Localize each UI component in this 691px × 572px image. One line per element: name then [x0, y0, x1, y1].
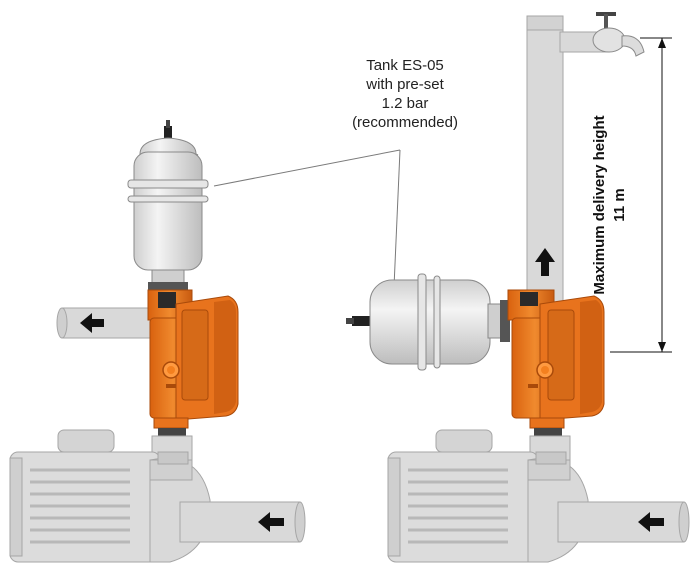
delivery-height-label: Maximum delivery height 11 m [590, 100, 634, 310]
right-assembly [346, 12, 690, 563]
pressure-control-unit [507, 289, 605, 436]
pressure-control-unit [147, 289, 239, 436]
pump-icon [387, 429, 690, 563]
height-dimension [610, 37, 672, 353]
delivery-height-value: 11 m [611, 188, 628, 222]
pump-icon [9, 429, 306, 563]
callout-line-1: Tank ES-05 [366, 57, 444, 74]
callout-line-2: with pre-set [366, 76, 444, 93]
pressure-tank-icon [127, 120, 209, 292]
left-outlet-pipe [56, 307, 163, 339]
water-tap-icon [592, 12, 645, 57]
delivery-height-title: Maximum delivery height [591, 115, 608, 295]
callout-line-3: 1.2 bar [381, 95, 429, 112]
tank-callout-label: Tank ES-05 with pre-set 1.2 bar (recomme… [330, 56, 480, 132]
pressure-tank-icon [346, 273, 510, 371]
callout-line-4: (recommended) [352, 114, 458, 131]
callout-lines [213, 149, 401, 288]
flow-arrow-icon [258, 512, 284, 532]
flow-arrow-icon [80, 313, 104, 333]
left-assembly [9, 120, 306, 563]
flow-arrow-icon [638, 512, 664, 532]
flow-arrow-icon [535, 248, 555, 276]
